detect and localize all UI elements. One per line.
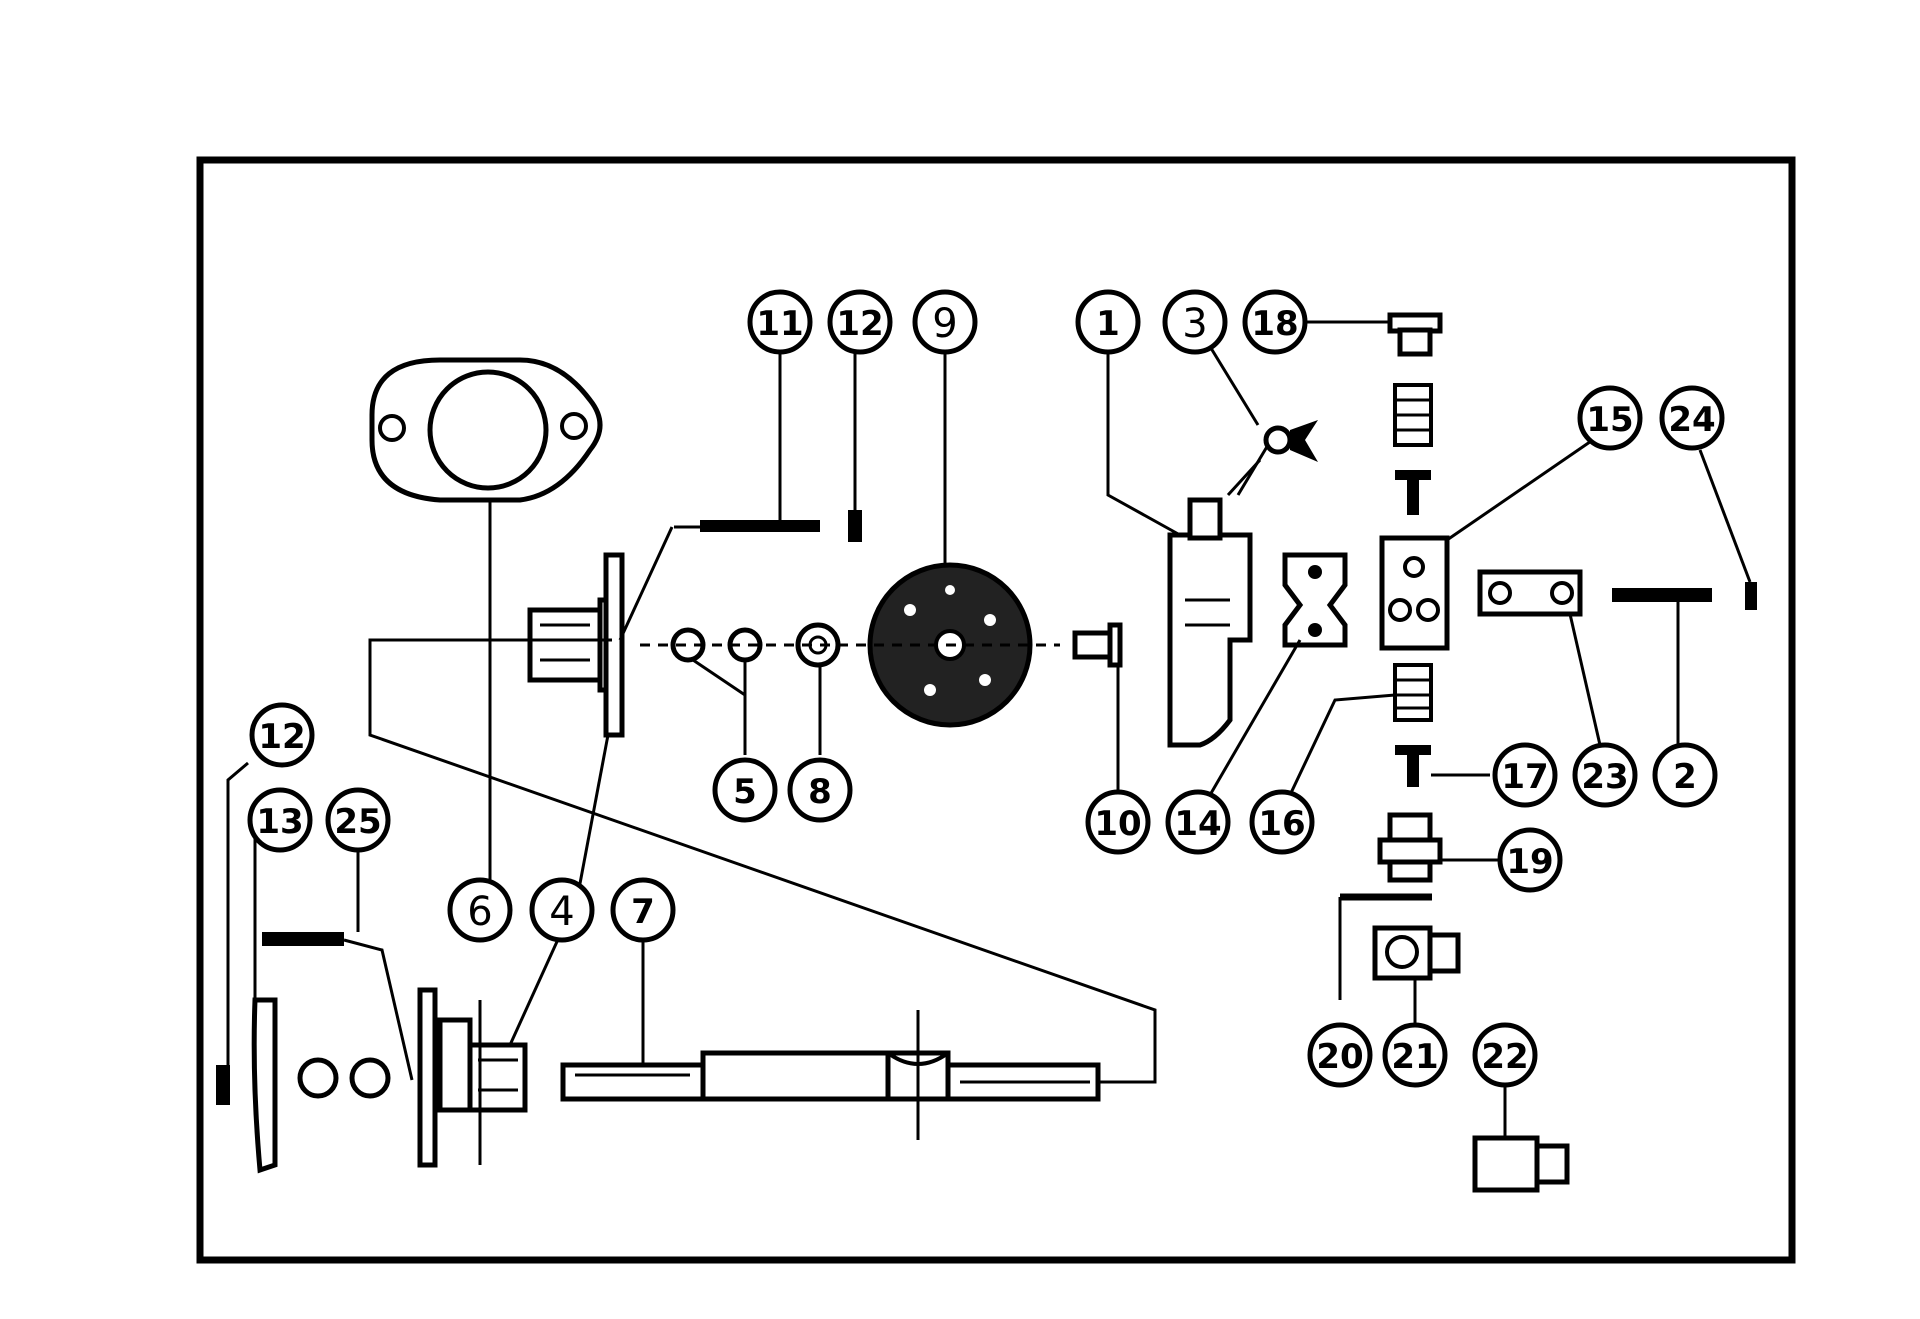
callout-11: 11 — [747, 289, 813, 355]
callout-21: 21 — [1382, 1022, 1448, 1088]
spring-upper — [1393, 383, 1433, 447]
callout-22: 22 — [1472, 1022, 1538, 1088]
plate-part-23 — [1477, 569, 1583, 617]
callout-6: 6 — [447, 877, 513, 943]
pin-part-25 — [262, 932, 344, 946]
t-part-upper — [1395, 470, 1431, 515]
lower-hub-part — [417, 987, 528, 1168]
svg-text:1: 1 — [1096, 304, 1120, 344]
svg-text:15: 15 — [1586, 400, 1633, 440]
svg-text:20: 20 — [1316, 1037, 1363, 1077]
svg-text:24: 24 — [1668, 400, 1715, 440]
svg-text:7: 7 — [631, 892, 655, 932]
callout-3: 3 — [1162, 289, 1228, 355]
svg-text:10: 10 — [1094, 804, 1141, 844]
svg-text:22: 22 — [1481, 1037, 1528, 1077]
svg-text:14: 14 — [1174, 804, 1221, 844]
svg-text:4: 4 — [549, 889, 574, 935]
svg-text:19: 19 — [1506, 842, 1553, 882]
callout-10: 10 — [1085, 789, 1151, 855]
svg-text:6: 6 — [467, 889, 492, 935]
svg-text:21: 21 — [1391, 1037, 1438, 1077]
callout-2: 2 — [1652, 742, 1718, 808]
shaft-part-7 — [560, 1010, 1101, 1140]
svg-text:12: 12 — [836, 304, 883, 344]
callout-17: 17 — [1492, 742, 1558, 808]
svg-text:5: 5 — [733, 772, 757, 812]
callout-15: 15 — [1577, 385, 1643, 451]
svg-text:8: 8 — [808, 772, 832, 812]
callout-9: 9 — [912, 289, 978, 355]
svg-text:13: 13 — [256, 802, 303, 842]
svg-text:9: 9 — [932, 301, 957, 347]
callout-19: 19 — [1497, 827, 1563, 893]
gasket-part — [369, 357, 603, 503]
fitting-part-22 — [1472, 1135, 1570, 1193]
callout-24: 24 — [1659, 385, 1725, 451]
washer-lower-b — [349, 1057, 391, 1099]
fitting-part-21 — [1372, 925, 1461, 981]
spring-lower-16 — [1393, 663, 1433, 722]
block-part-15 — [1379, 535, 1450, 651]
washer-lower-a — [297, 1057, 339, 1099]
callout-12-top: 12 — [827, 289, 893, 355]
body-part-1 — [1167, 497, 1253, 748]
svg-text:18: 18 — [1251, 304, 1298, 344]
callout-23: 23 — [1572, 742, 1638, 808]
upper-hub-part — [527, 552, 625, 738]
svg-text:3: 3 — [1182, 301, 1207, 347]
callout-4: 4 — [529, 877, 595, 943]
plug-part-10 — [1072, 622, 1123, 668]
callout-13: 13 — [247, 787, 313, 853]
callout-18: 18 — [1242, 289, 1308, 355]
svg-text:2: 2 — [1673, 757, 1697, 797]
fitting-part-18 — [1387, 312, 1443, 357]
callout-1: 1 — [1075, 289, 1141, 355]
svg-text:11: 11 — [756, 304, 803, 344]
pin-part-12-bottom — [216, 1065, 230, 1105]
svg-text:23: 23 — [1581, 757, 1628, 797]
svg-text:12: 12 — [258, 717, 305, 757]
callout-8: 8 — [787, 757, 853, 823]
callout-7: 7 — [610, 877, 676, 943]
pin-part-24 — [1745, 582, 1757, 610]
svg-text:16: 16 — [1258, 804, 1305, 844]
callout-16: 16 — [1249, 789, 1315, 855]
callout-12-bottom: 12 — [249, 702, 315, 768]
wing-screw-part-3 — [1236, 420, 1318, 496]
gasket-part-14 — [1282, 552, 1348, 648]
diagram-frame — [196, 156, 1796, 1264]
plate-part-13 — [251, 997, 278, 1174]
screw-part-2 — [1612, 588, 1712, 602]
svg-text:25: 25 — [334, 802, 381, 842]
nut-part-19 — [1377, 812, 1443, 883]
callout-14: 14 — [1165, 789, 1231, 855]
svg-text:17: 17 — [1501, 757, 1548, 797]
callout-5: 5 — [712, 757, 778, 823]
t-part-lower-17 — [1395, 745, 1431, 787]
pin-part-11 — [674, 520, 820, 532]
pin-part-12-top — [848, 510, 862, 542]
callout-25: 25 — [325, 787, 391, 853]
callout-20: 20 — [1307, 1022, 1373, 1088]
